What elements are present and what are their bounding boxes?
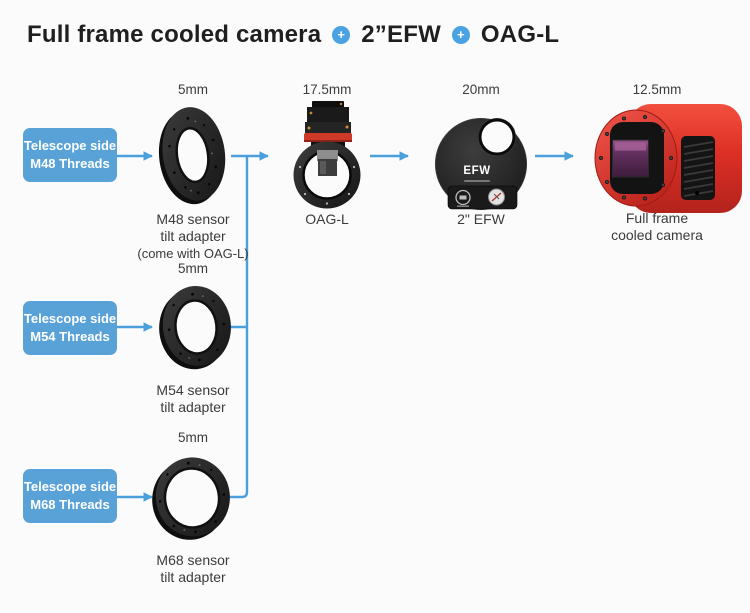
m54-adapter-caption: M54 sensor tilt adapter [156,382,229,417]
camera-vent-grille [681,136,715,200]
m54-box-line2: M54 Threads [30,329,110,344]
efw-logo [455,189,471,206]
telescope-side-m48-box: Telescope side M48 Threads [23,128,117,182]
camera-caption-line1: Full frame [625,210,689,226]
m68-box-line1: Telescope side [23,479,117,495]
m68-box-line2: M68 Threads [30,497,110,512]
m68-caption-line2: tilt adapter [160,569,226,586]
title-segment-oag: OAG-L [480,21,560,48]
m48-caption-line1: M48 sensor [156,211,230,227]
m48-caption-line2: tilt adapter [160,228,226,245]
oagl-prism [317,150,338,161]
oagl-device [293,101,361,209]
connector-arrows [117,151,574,502]
m54-caption-line1: M54 sensor [156,382,230,398]
camera-caption: Full frame cooled camera [611,210,703,245]
camera-screws [599,115,673,201]
m68-thickness-label: 5mm [178,430,208,445]
m48-box-line2: M48 Threads [30,156,110,171]
camera-device [594,104,742,213]
m68-tilt-adapter [152,457,230,540]
efw-thickness-label: 20mm [462,82,500,97]
camera-thickness-label: 12.5mm [632,82,682,97]
efw-subtitle-line [464,180,490,182]
trunk-line [228,156,249,499]
plus-icon: + [451,26,470,44]
efw-device [435,118,527,210]
page-title: Full frame cooled camera + 2”EFW + OAG-L [27,21,559,49]
oagl-caption: OAG-L [305,211,349,227]
m68-caption-line1: M68 sensor [156,552,230,568]
m48-tilt-adapter [158,107,226,205]
m54-thickness-label: 5mm [178,261,208,276]
m48-adapter-caption: M48 sensor tilt adapter (come with OAG-L… [137,211,248,262]
efw-caption: 2" EFW [457,211,505,227]
telescope-side-m54-box: Telescope side M54 Threads [23,301,117,355]
m54-caption-line2: tilt adapter [160,399,226,416]
m54-box-line1: Telescope side [23,311,117,327]
m54-tilt-adapter [159,285,231,370]
m48-box-line1: Telescope side [23,138,117,154]
title-segment-efw: 2”EFW [361,21,441,48]
m68-adapter-caption: M68 sensor tilt adapter [156,552,229,587]
oagl-thickness-label: 17.5mm [302,82,352,97]
plus-icon: + [332,26,351,44]
m48-thickness-label: 5mm [178,82,208,97]
title-segment-camera: Full frame cooled camera [27,21,322,48]
m48-caption-line3: (come with OAG-L) [137,245,249,261]
camera-caption-line2: cooled camera [611,227,703,244]
efw-wheel-label: EFW [463,165,491,177]
telescope-side-m68-box: Telescope side M68 Threads [23,469,117,523]
